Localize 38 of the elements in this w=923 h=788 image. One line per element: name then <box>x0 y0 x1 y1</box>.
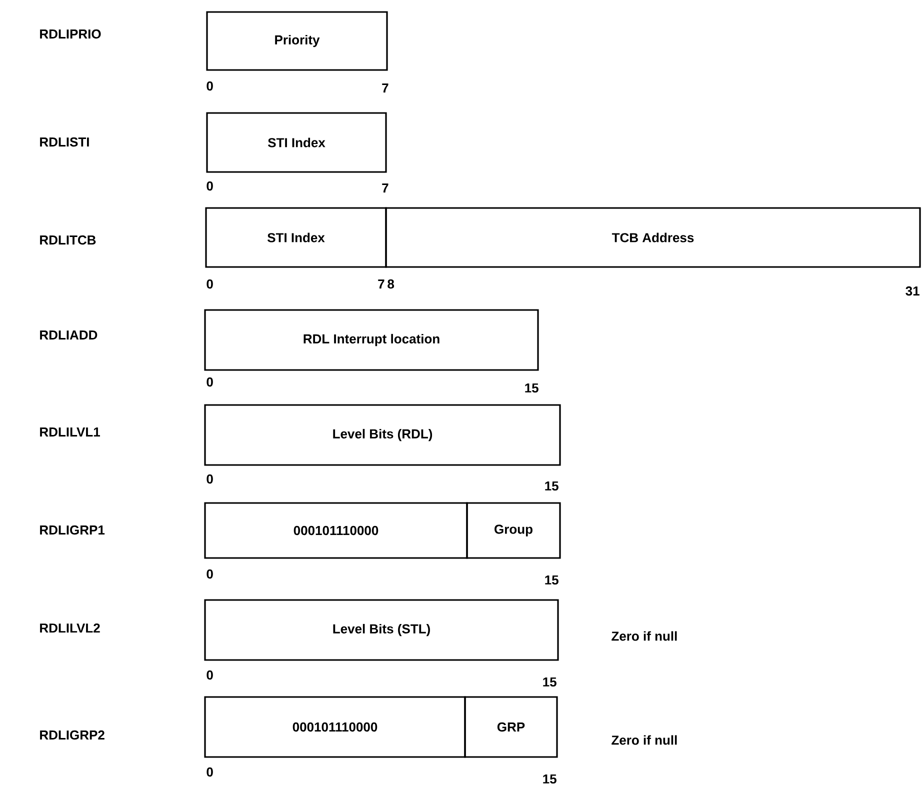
bit-number: 15 <box>543 677 556 687</box>
register-name: RDLILVL2 <box>40 623 100 633</box>
field-box: Priority <box>206 11 388 71</box>
register-name: RDLITCB <box>40 235 96 245</box>
bit-number: 0 <box>206 181 213 191</box>
bit-number: 7 <box>378 280 384 288</box>
field-box: RDL Interrupt location <box>204 309 539 371</box>
bit-number: 7 <box>382 84 388 92</box>
field-box: TCB Address <box>385 207 921 268</box>
field-box: 000101110000 <box>204 696 466 758</box>
register-name: RDLIADD <box>40 330 98 340</box>
bit-number: 15 <box>545 481 558 491</box>
bit-number: 0 <box>206 279 213 289</box>
bit-number: 8 <box>388 279 394 289</box>
field-box: Level Bits (RDL) <box>204 404 561 466</box>
register-name: RDLIGRP2 <box>40 730 104 740</box>
note: Zero if null <box>612 735 677 745</box>
bit-number: 0 <box>206 377 213 387</box>
bit-number: 0 <box>206 670 213 680</box>
bit-number: 31 <box>906 286 920 296</box>
register-name: RDLISTI <box>40 137 89 147</box>
bit-number: 15 <box>525 383 538 393</box>
register-name: RDLIGRP1 <box>40 525 105 535</box>
bit-number: 7 <box>382 184 388 192</box>
note: Zero if null <box>612 631 677 641</box>
field-box: Group <box>466 502 561 559</box>
register-name: RDLIPRIO <box>40 29 101 39</box>
bit-number: 15 <box>543 774 556 784</box>
bit-number: 0 <box>206 474 213 484</box>
register-name: RDLILVL1 <box>40 428 100 436</box>
field-box: GRP <box>464 696 558 758</box>
bit-number: 0 <box>206 81 213 91</box>
field-box: STI Index <box>206 112 387 173</box>
bit-number: 0 <box>206 569 213 579</box>
field-box: 000101110000 <box>204 502 468 559</box>
bit-number: 15 <box>545 575 558 585</box>
field-box: Level Bits (STL) <box>204 599 559 661</box>
field-box: STI Index <box>205 207 387 268</box>
